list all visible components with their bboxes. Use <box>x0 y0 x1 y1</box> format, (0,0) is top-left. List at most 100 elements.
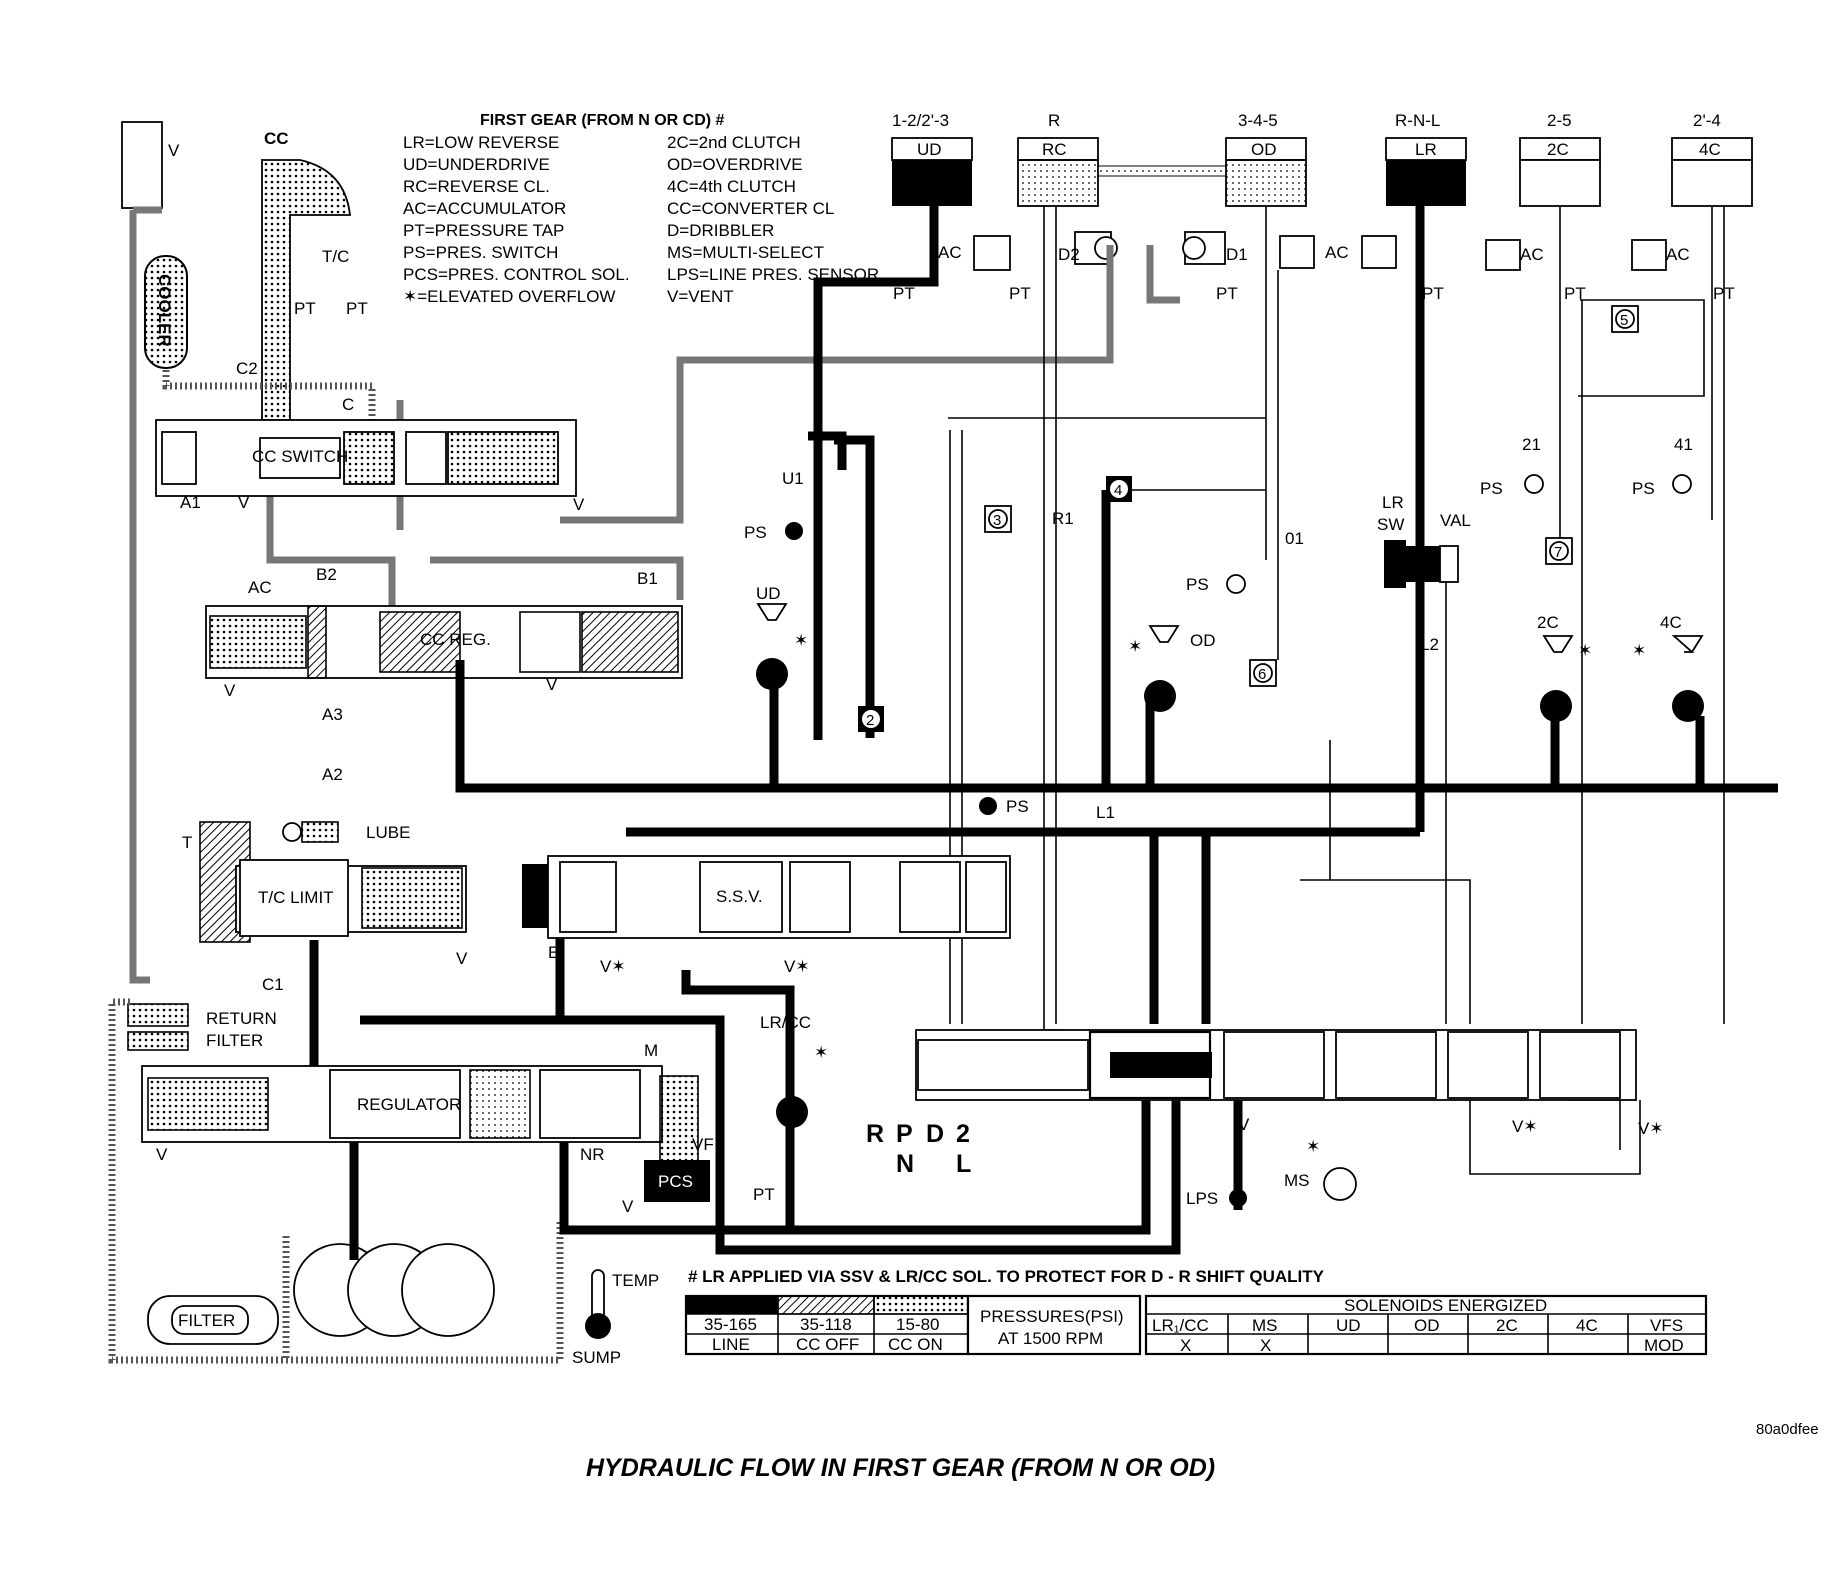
checkball-number: 5 <box>1620 312 1628 329</box>
label-2c: 2C <box>1537 613 1559 632</box>
pressure-name: LINE <box>712 1335 750 1354</box>
passage <box>559 1100 1151 1235</box>
accumulator-lr <box>1361 235 1397 269</box>
valve-land <box>1223 1031 1325 1099</box>
cc-switch-label: CC SWITCH <box>252 447 348 466</box>
figure-caption: HYDRAULIC FLOW IN FIRST GEAR (FROM N OR … <box>586 1454 1215 1482</box>
clutch-lr: R-N-L LR <box>1385 111 1467 206</box>
passage <box>1469 1100 1641 1175</box>
label-ac: AC <box>938 243 962 262</box>
gear-selector: R P D 2 N L <box>866 1120 971 1178</box>
legend-item: UD=UNDERDRIVE <box>403 155 550 174</box>
cc-reg-label: CC REG. <box>420 630 491 649</box>
valve-land <box>699 861 783 933</box>
label-21: 21 <box>1522 435 1541 454</box>
return-filter-element <box>127 1031 189 1051</box>
label-ps: PS <box>1186 575 1209 594</box>
label-pt: PT <box>893 284 915 303</box>
clutch-piston <box>1225 159 1307 207</box>
label-vstar: V✶ <box>784 957 810 976</box>
valve-spring <box>581 611 679 673</box>
gear-position: 2 <box>956 1120 970 1148</box>
legend-item: 2C=2nd CLUTCH <box>667 133 801 152</box>
label-b2: B2 <box>316 565 337 584</box>
filter: FILTER <box>147 1295 279 1345</box>
feed-orifice <box>756 603 788 621</box>
label-ac: AC <box>248 578 272 597</box>
valve-land <box>1539 1031 1621 1099</box>
tc-limit-valve: T T/C LIMIT LUBE V C1 <box>182 821 468 994</box>
legend-item: D=DRIBBLER <box>667 221 774 240</box>
label-ms: MS <box>1284 1171 1310 1190</box>
label-a1: A1 <box>180 493 201 512</box>
cooler-body <box>144 255 188 369</box>
ssv-end <box>522 864 548 928</box>
pump-gear <box>401 1243 495 1337</box>
pressure-switch-icon <box>1672 474 1692 494</box>
label-ac: AC <box>1325 243 1349 262</box>
valve-land <box>329 1069 461 1139</box>
solenoid-value: X <box>1260 1336 1271 1355</box>
clutch-gear-label: R-N-L <box>1395 111 1440 130</box>
valve-land <box>1447 1031 1529 1099</box>
solenoid-table: SOLENOIDS ENERGIZED LR₁/CC MS UD OD 2C 4… <box>1144 1294 1708 1356</box>
pressure-range: 35-118 <box>800 1315 852 1334</box>
valve-land <box>559 861 617 933</box>
label-v: V <box>224 681 236 700</box>
legend-left: LR=LOW REVERSE UD=UNDERDRIVE RC=REVERSE … <box>403 133 630 306</box>
checkballs: 1 2 3 4 5 6 7 <box>858 305 1639 931</box>
label-ps: PS <box>1632 479 1655 498</box>
regulator-label: REGULATOR <box>357 1095 461 1114</box>
accumulator-piston <box>307 605 327 679</box>
clutch-gear-label: 1-2/2'-3 <box>892 111 949 130</box>
passage <box>430 556 684 600</box>
pressure-switch-icon <box>979 797 997 815</box>
label-c2: C2 <box>236 359 258 378</box>
solenoid-column: 4C <box>1576 1316 1598 1335</box>
passage <box>129 210 150 984</box>
checkball-circle-icon <box>1549 541 1569 561</box>
clutch-name: UD <box>917 140 942 159</box>
thin-passages <box>948 206 1725 1175</box>
label-c1: C1 <box>262 975 284 994</box>
label-v: V <box>573 495 585 514</box>
middle-labels: U1 PS UD ✶ R1 PS 01 OD ✶ LR SW VAL L2 L1… <box>548 435 1693 1208</box>
table-frame <box>966 1294 1142 1356</box>
label-e: E <box>548 943 559 962</box>
label-o1: 01 <box>1285 529 1304 548</box>
diagram-title: FIRST GEAR (FROM N OR CD) # <box>480 112 725 129</box>
gear-position: N <box>896 1150 914 1178</box>
accumulator-4c <box>1631 239 1667 271</box>
cooler: COOLER <box>144 255 188 369</box>
passage <box>1300 879 1471 1024</box>
valve-stem <box>917 1039 1089 1091</box>
solenoid-column: MS <box>1252 1316 1278 1335</box>
lrcc-label: LR/CC <box>760 1013 811 1032</box>
pcs-body <box>644 1160 710 1202</box>
footnote: # LR APPLIED VIA SSV & LR/CC SOL. TO PRO… <box>688 1267 1325 1286</box>
filter-inner <box>171 1305 249 1335</box>
swatch-cc-on <box>873 1295 969 1315</box>
legend-item: CC=CONVERTER CL <box>667 199 834 218</box>
label-v: V <box>156 1145 168 1164</box>
line-pressure-sensor-icon <box>1229 1189 1247 1207</box>
label-pt: PT <box>294 299 316 318</box>
label-od: OD <box>1190 631 1216 650</box>
label-t: T <box>182 833 192 852</box>
vent-block-top-left: V <box>121 121 180 209</box>
clutch-gear-label: 2'-4 <box>1693 111 1721 130</box>
label-star: ✶ <box>1578 641 1592 660</box>
val-body <box>1439 545 1459 583</box>
label-pt: PT <box>753 1185 775 1204</box>
label-d1: D1 <box>1226 245 1248 264</box>
valve-land <box>161 431 197 485</box>
accumulator-od <box>1279 235 1315 269</box>
clutch-gear-label: 3-4-5 <box>1238 111 1278 130</box>
label-pt: PT <box>1009 284 1031 303</box>
sump-passage <box>108 998 564 1364</box>
passage <box>834 435 875 738</box>
label-ac: AC <box>1666 245 1690 264</box>
solenoid-column: VFS <box>1650 1316 1683 1335</box>
checkball-circle-icon <box>1253 663 1273 683</box>
label-star: ✶ <box>1128 637 1142 656</box>
